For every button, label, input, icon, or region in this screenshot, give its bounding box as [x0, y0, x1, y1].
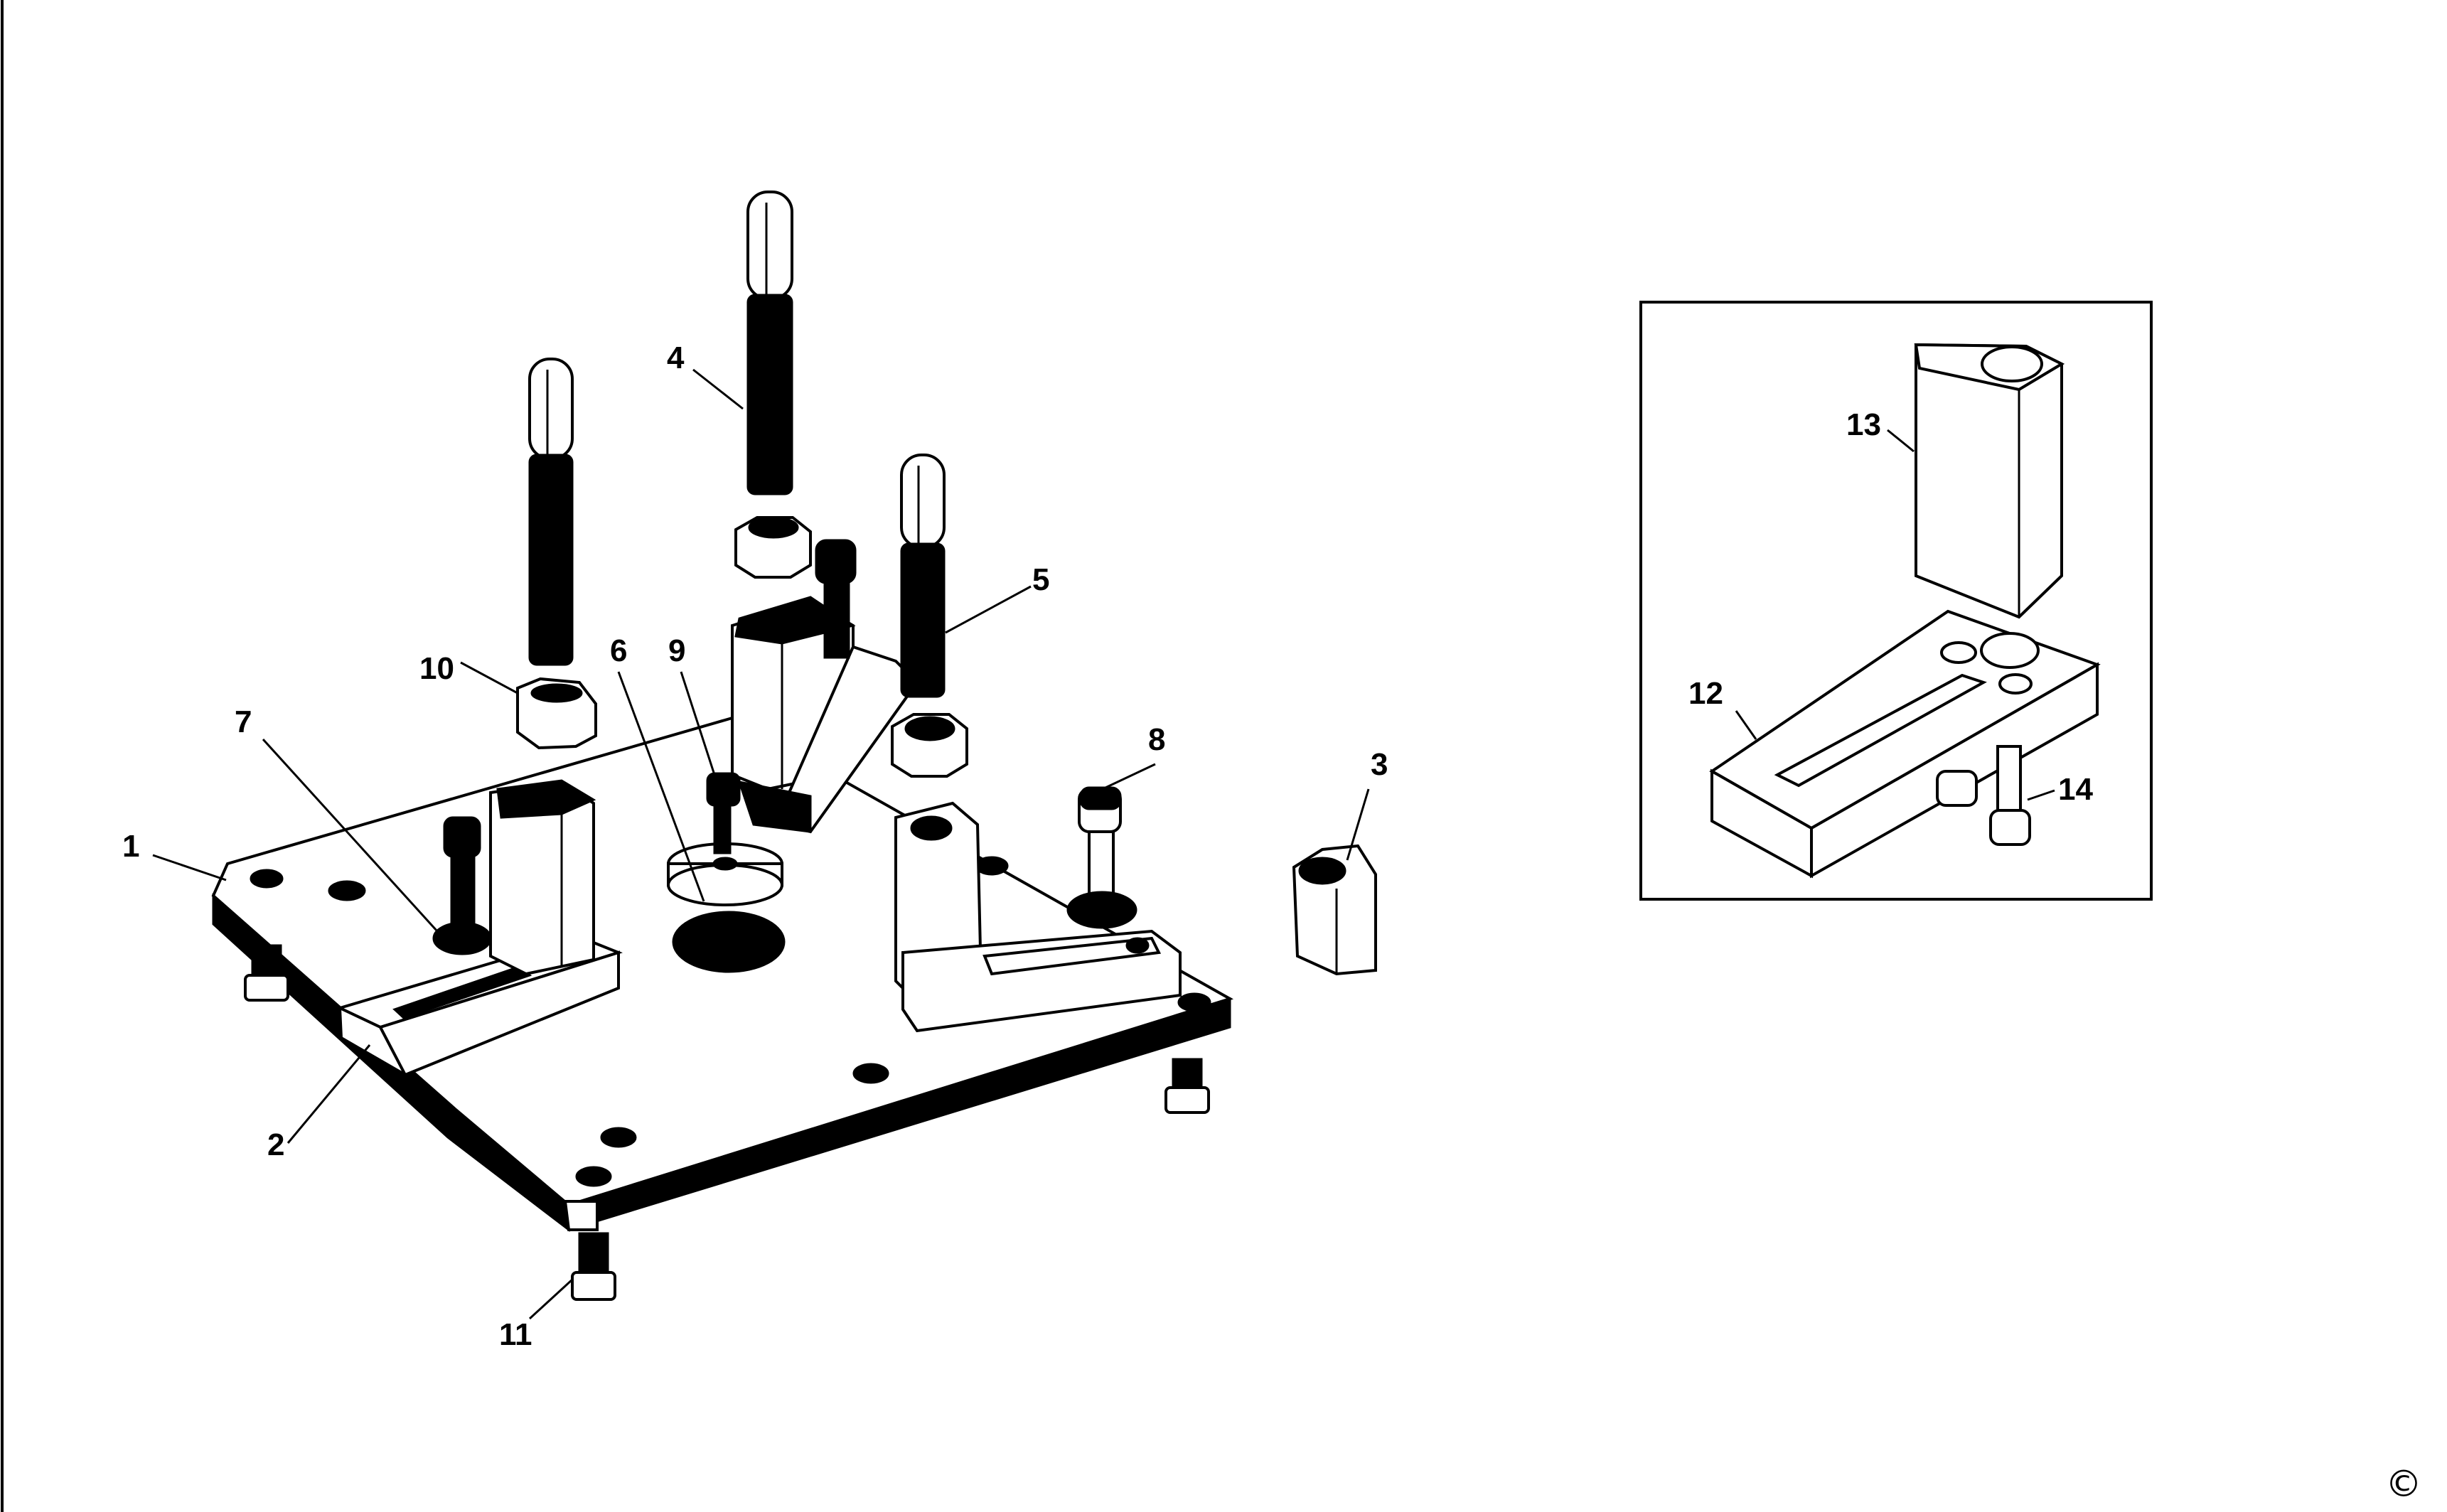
hex-nut [891, 713, 968, 778]
inset-leader-lines [1735, 429, 2055, 801]
callout-7: 7 [235, 704, 252, 739]
hex-nut [516, 677, 597, 750]
leader-lines [152, 368, 1370, 1320]
callout-3: 3 [1371, 747, 1388, 782]
vertical-block-left [489, 779, 596, 976]
cap-screw-right [1066, 786, 1137, 929]
main-assembly [152, 191, 1377, 1320]
callout-11: 11 [499, 1317, 532, 1352]
callout-12: 12 [1688, 676, 1723, 711]
callout-4: 4 [667, 341, 685, 375]
callout-2: 2 [267, 1127, 284, 1162]
small-cap-screw [706, 772, 741, 854]
threaded-stud-left [528, 358, 574, 666]
hex-nut [734, 516, 812, 579]
threaded-stud-right [900, 454, 946, 698]
foot-bolt [1164, 1058, 1210, 1114]
cap-screw-left [443, 816, 481, 926]
copyright-mark: © [2385, 1463, 2422, 1506]
cap-screw-center [815, 539, 857, 659]
inset-screw [1989, 745, 2031, 846]
inset-slide [1709, 609, 2101, 879]
callout-8: 8 [1148, 722, 1165, 757]
stop-block [1292, 844, 1377, 976]
callout-labels: 1 2 3 4 5 6 7 8 9 10 11 12 13 14 [122, 341, 2093, 1352]
callout-10: 10 [419, 651, 454, 686]
callout-5: 5 [1032, 562, 1049, 597]
callout-6: 6 [610, 633, 627, 668]
inset-vertical-block [1914, 343, 2065, 619]
callout-1: 1 [122, 829, 139, 864]
center-column-block [731, 596, 919, 834]
pivot-disc [667, 842, 786, 973]
foot-bolt [244, 944, 289, 1002]
callout-13: 13 [1846, 407, 1881, 442]
callout-9: 9 [668, 633, 685, 668]
threaded-stud-center [746, 191, 793, 495]
inset-detail [1639, 301, 2153, 901]
clamp-right [894, 801, 1182, 1033]
foot-bolt [571, 1232, 616, 1301]
callout-14: 14 [2058, 772, 2093, 807]
inset-screw [1936, 770, 1978, 807]
